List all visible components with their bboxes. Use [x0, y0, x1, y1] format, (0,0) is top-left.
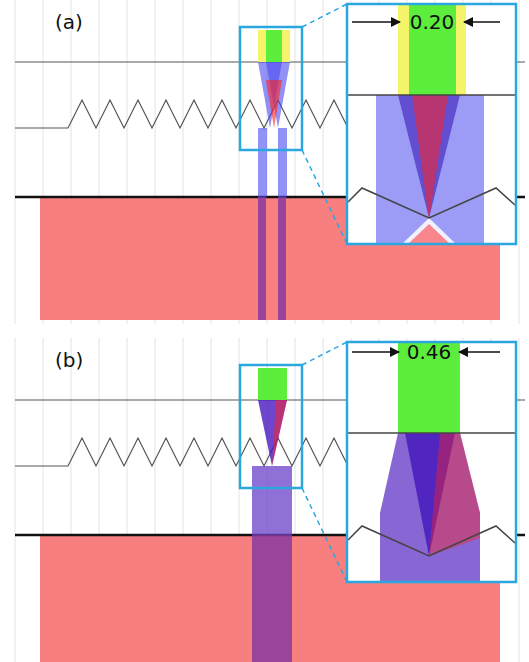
inset-ground — [347, 342, 516, 582]
panel-b — [15, 338, 525, 662]
cone-red — [429, 433, 480, 556]
cone-red — [408, 224, 450, 244]
zoom-leader — [302, 4, 347, 27]
inset-ground — [347, 4, 516, 244]
panel-label: (b) — [55, 350, 83, 370]
zoom-leader — [302, 488, 347, 582]
inset-frame — [347, 342, 516, 582]
grid-lines — [15, 338, 519, 662]
beam-column — [278, 197, 286, 320]
top-surface — [348, 432, 515, 434]
grating-profile — [348, 188, 515, 218]
cone-purple — [380, 433, 480, 582]
dimension-arrow — [464, 21, 500, 23]
cone-red — [412, 95, 448, 220]
panel-label: (a) — [55, 12, 83, 32]
dimension-value: 0.20 — [410, 12, 455, 32]
grid-line — [15, 0, 16, 324]
grid-line — [519, 338, 520, 662]
beam-yellow — [258, 30, 290, 62]
dimension-value: 0.46 — [407, 342, 452, 362]
cone-dark — [258, 400, 287, 466]
beam-column — [252, 535, 292, 662]
cone-red — [266, 80, 282, 128]
dimension-arrow — [459, 351, 500, 353]
grating-profile — [348, 526, 515, 556]
zoom-box — [240, 365, 302, 488]
beam-column — [258, 128, 267, 197]
beam-column — [278, 128, 287, 197]
grating-profile — [15, 100, 348, 128]
cone-red — [272, 400, 287, 466]
grid-lines — [15, 0, 519, 324]
beam-column — [252, 466, 292, 535]
grating-profile — [15, 438, 348, 466]
top-surface — [348, 94, 515, 96]
zoom-leader — [302, 150, 347, 244]
zoom-box — [240, 27, 302, 150]
dimension-arrow — [352, 351, 399, 353]
beam-column — [258, 197, 266, 320]
beam-green — [398, 343, 460, 433]
grid-line — [15, 338, 16, 662]
cone-blue — [266, 62, 290, 128]
beam-yellow — [398, 5, 466, 95]
beam-green — [258, 368, 287, 400]
beam-green — [409, 5, 456, 95]
dimension-arrow — [352, 21, 400, 23]
beam-green — [266, 30, 282, 62]
zoom-leader — [302, 342, 347, 365]
grid-line — [519, 0, 520, 324]
panel-a — [15, 0, 525, 324]
shadow-gap — [402, 218, 456, 244]
cone-blue — [376, 95, 484, 244]
inset-frame — [347, 4, 516, 244]
